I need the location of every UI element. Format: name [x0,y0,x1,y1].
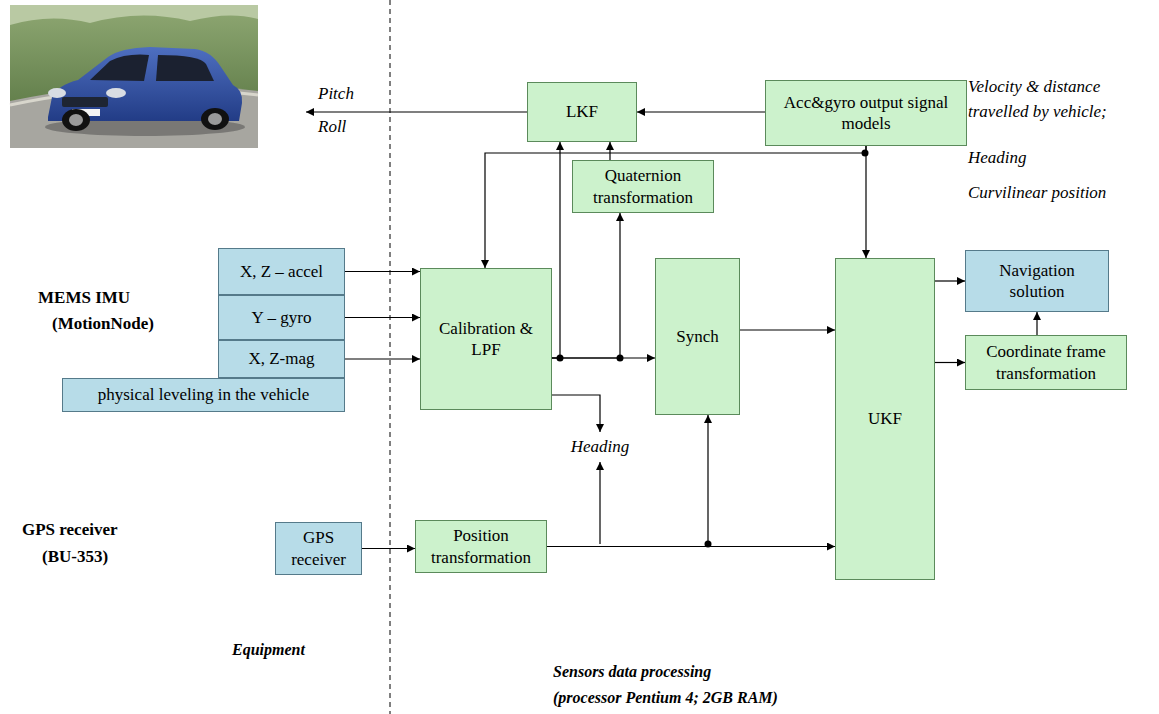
annotation-text: Roll [318,117,346,137]
process-box: Synch [655,258,740,415]
annotation-text: (MotionNode) [52,314,154,334]
signal-arrow [345,271,420,272]
annotation-text: (processor Pentium 4; 2GB RAM) [553,688,778,708]
signal-arrow [552,142,560,358]
signal-arrow [865,146,866,258]
signal-arrow [362,548,415,549]
box-text: Calibration & LPF [427,318,545,361]
box-text: Navigation solution [972,260,1102,303]
annotation-text: Curvilinear position [968,183,1106,203]
box-text: X, Z-mag [248,348,314,369]
annotation-text: Equipment [232,640,305,660]
signal-arrow [935,280,965,281]
process-box: Acc&gyro output signal models [765,80,967,146]
device-box: X, Z-mag [218,340,345,378]
signal-arrow [552,357,655,358]
device-box: X, Z – accel [218,248,345,295]
output-leader [550,395,600,432]
process-box: LKF [527,82,637,142]
device-box: GPS receiver [275,522,362,575]
signal-arrow [740,329,835,330]
box-text: Position transformation [422,525,540,568]
annotation-text: MEMS IMU [38,288,130,308]
car-photo [10,5,258,148]
signal-arrow [935,362,965,363]
process-box: Calibration & LPF [420,268,552,410]
divider-line [390,0,391,714]
annotation-text: Heading [968,148,1027,168]
annotation-text: Velocity & distance travelled by vehicle… [968,74,1133,124]
box-text: X, Z – accel [240,261,323,282]
box-text: Quaternion transformation [579,165,707,208]
process-box: Quaternion transformation [572,160,714,213]
box-text: GPS receiver [282,527,355,570]
signal-arrow [345,317,420,318]
annotation-text: Heading [571,437,630,457]
annotation-text: (BU-353) [42,547,108,567]
device-box: physical leveling in the vehicle [62,378,345,412]
signal-arrow [345,358,420,359]
signal-arrow [637,111,765,112]
signal-arrow [1036,312,1037,335]
device-box: Y – gyro [218,295,345,340]
box-text: Coordinate frame transformation [972,341,1120,384]
output-leader [599,462,600,544]
annotation-text: GPS receiver [22,520,118,540]
box-text: Synch [676,326,719,347]
box-text: physical leveling in the vehicle [98,384,310,405]
signal-arrow [609,142,610,160]
signal-arrow [547,415,708,547]
process-box: Position transformation [415,520,547,573]
signal-arrow [485,146,866,268]
annotation-text: Sensors data processing [553,662,711,682]
box-text: LKF [566,101,598,122]
box-text: UKF [868,408,902,429]
output-leader [306,111,527,112]
annotation-text: Pitch [318,84,354,104]
signal-arrow [552,213,620,358]
device-box: Navigation solution [965,250,1109,312]
box-text: Y – gyro [252,307,312,328]
box-text: Acc&gyro output signal models [772,92,960,135]
process-box: UKF [835,258,935,580]
process-box: Coordinate frame transformation [965,335,1127,390]
